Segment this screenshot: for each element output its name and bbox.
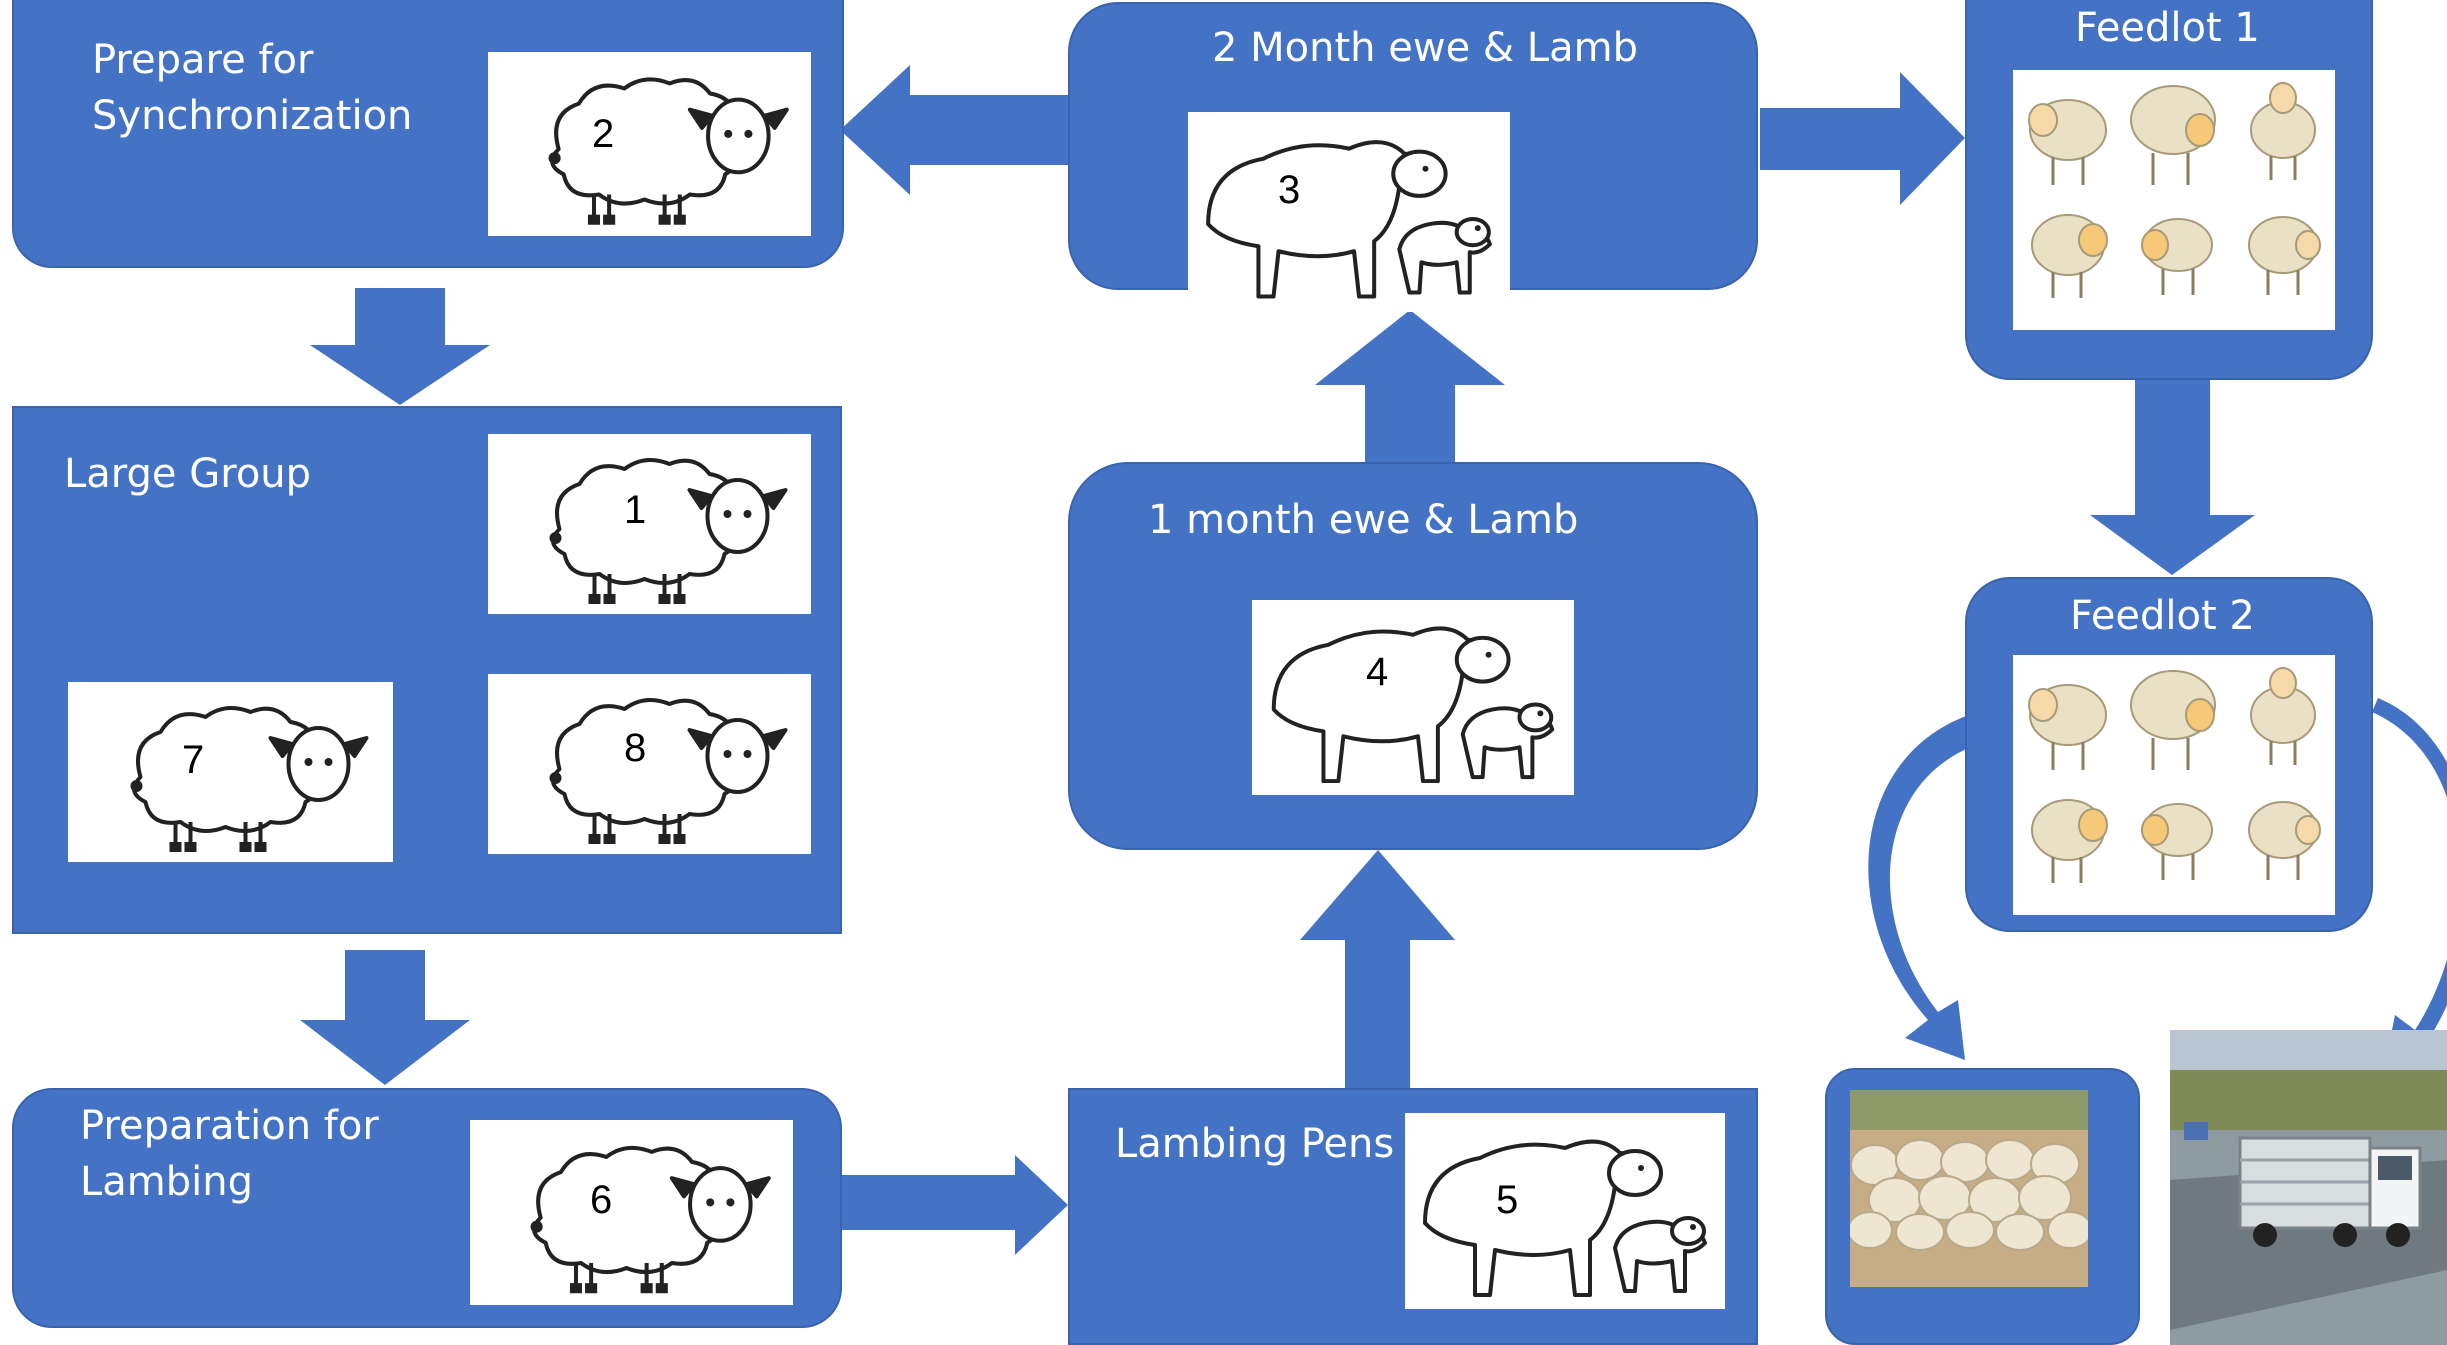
prepare-sync-title: Prepare for Synchronization [92,37,413,139]
flock-photo [1850,1090,2088,1287]
arrow-2month-to-feedlot1 [1760,72,1965,205]
sheep-icon [488,52,811,236]
arrow-lambing-pens-to-1month [1300,850,1455,1090]
large-group-badge-1: 1 [624,488,647,532]
sheep-icon [470,1120,793,1305]
lambing-pens-title: Lambing Pens [1115,1121,1395,1167]
1month-picture [1252,600,1574,795]
sheep-flock-photo-icon [1850,1090,2088,1287]
large-group-title: Large Group [64,451,312,497]
prepare-sync-badge: 2 [592,112,615,156]
prep-lambing-title: Preparation for Lambing [80,1103,379,1205]
ewe-and-lamb-icon [1188,112,1510,312]
arrow-1month-to-2month [1315,310,1505,465]
prep-lambing-badge: 6 [590,1178,613,1222]
truck-photo [2170,1030,2447,1345]
large-group-picture-8 [488,674,811,854]
lambing-pens-picture [1405,1113,1725,1309]
prepare-sync-picture [488,52,811,236]
arrow-prepare-sync-to-large-group [310,288,490,405]
2month-badge: 3 [1278,168,1301,212]
large-group-badge-7: 7 [182,738,205,782]
ewe-and-lamb-icon [1252,600,1574,795]
sheep-herd-icon [2013,655,2335,915]
sheep-herd-icon [2013,70,2335,330]
arrow-feedlot2-to-truck [2372,698,2447,1065]
livestock-truck-photo-icon [2170,1030,2447,1345]
2month-picture [1188,112,1510,312]
feedlot1-title: Feedlot 1 [2075,5,2260,51]
sheep-icon [488,674,811,854]
prep-lambing-picture [470,1120,793,1305]
arrow-feedlot1-to-feedlot2 [2090,378,2255,575]
large-group-picture-7 [68,682,393,862]
large-group-picture-1 [488,434,811,614]
2month-title: 2 Month ewe & Lamb [1212,25,1638,71]
arrow-feedlot2-to-flock [1868,712,1985,1060]
feedlot2-picture [2013,655,2335,915]
arrow-2month-to-prepare-sync [840,65,1070,195]
lambing-pens-badge: 5 [1496,1178,1519,1222]
sheep-icon [488,434,811,614]
arrow-large-group-to-prep-lambing [300,950,470,1085]
feedlot2-title: Feedlot 2 [2070,593,2255,639]
feedlot1-picture [2013,70,2335,330]
sheep-icon [68,682,393,862]
1month-badge: 4 [1366,650,1389,694]
arrow-prep-lambing-to-lambing-pens [835,1155,1068,1255]
1month-title: 1 month ewe & Lamb [1148,497,1579,543]
ewe-and-lamb-icon [1405,1113,1725,1309]
large-group-badge-8: 8 [624,726,647,770]
